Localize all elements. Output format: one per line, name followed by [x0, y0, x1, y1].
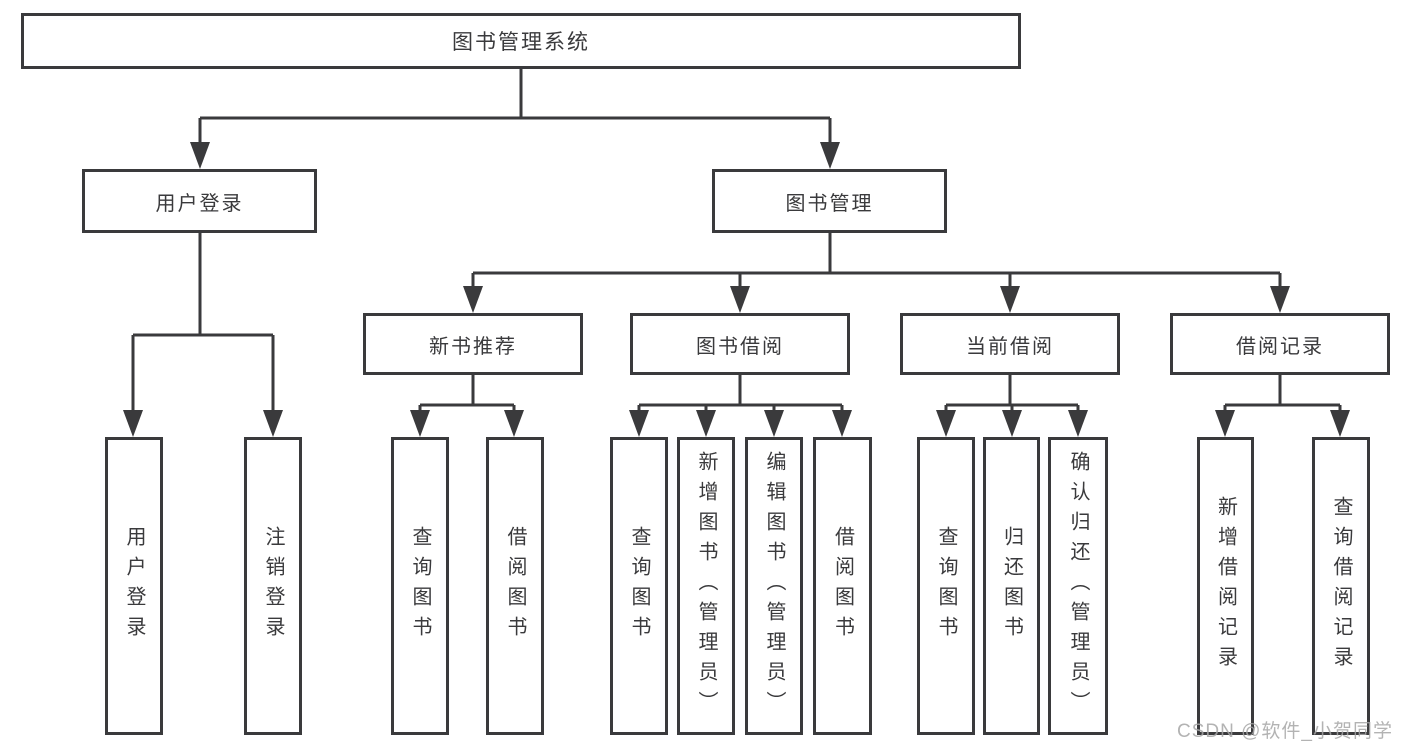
- leaf-return-books: 归还图书: [983, 437, 1040, 735]
- arrow-down-icon: [1215, 410, 1235, 437]
- leaf-add-borrow-record: 新增借阅记录: [1197, 437, 1254, 735]
- arrow-down-icon: [1270, 286, 1290, 313]
- node-label: 确认归还（管理员）: [1067, 451, 1089, 721]
- arrow-down-icon: [936, 410, 956, 437]
- arrow-down-icon: [1000, 286, 1020, 313]
- leaf-query-books-borrow: 查询图书: [610, 437, 668, 735]
- node-label: 图书借阅: [696, 335, 784, 358]
- node-label: 新增借阅记录: [1214, 496, 1237, 676]
- node-label: 当前借阅: [966, 335, 1054, 358]
- arrow-down-icon: [504, 410, 524, 437]
- arrow-down-icon: [832, 410, 852, 437]
- arrow-down-icon: [123, 410, 143, 437]
- arrow-down-icon: [629, 410, 649, 437]
- leaf-query-books-current: 查询图书: [917, 437, 975, 735]
- arrow-down-icon: [730, 286, 750, 313]
- leaf-confirm-return-admin: 确认归还（管理员）: [1048, 437, 1108, 735]
- arrow-down-icon: [1330, 410, 1350, 437]
- node-label: 编辑图书（管理员）: [763, 451, 785, 721]
- arrowheads: [123, 142, 1350, 437]
- node-book-management: 图书管理: [712, 169, 947, 233]
- arrow-down-icon: [463, 286, 483, 313]
- node-user-login: 用户登录: [82, 169, 317, 233]
- arrow-down-icon: [410, 410, 430, 437]
- leaf-logout: 注销登录: [244, 437, 302, 735]
- node-label: 查询图书: [409, 526, 431, 646]
- node-label: 查询图书: [935, 526, 957, 646]
- node-current-borrowing: 当前借阅: [900, 313, 1120, 375]
- node-label: 图书管理: [785, 192, 874, 215]
- node-label: 归还图书: [1000, 526, 1023, 646]
- node-label: 用户登录: [155, 192, 244, 215]
- leaf-borrow-books-borrow: 借阅图书: [813, 437, 872, 735]
- node-new-book-recommendation: 新书推荐: [363, 313, 583, 375]
- arrow-down-icon: [696, 410, 716, 437]
- leaf-query-books-recommend: 查询图书: [391, 437, 449, 735]
- node-borrowing-records: 借阅记录: [1170, 313, 1390, 375]
- node-label: 查询借阅记录: [1330, 496, 1352, 676]
- leaf-edit-books-admin: 编辑图书（管理员）: [745, 437, 803, 735]
- node-label: 图书管理系统: [452, 31, 590, 54]
- arrow-down-icon: [1068, 410, 1088, 437]
- node-label: 新增图书（管理员）: [695, 451, 717, 721]
- node-label: 查询图书: [628, 526, 650, 646]
- arrow-down-icon: [190, 142, 210, 169]
- node-book-borrowing: 图书借阅: [630, 313, 850, 375]
- leaf-borrow-books-recommend: 借阅图书: [486, 437, 544, 735]
- tree-edges: [131, 69, 1342, 414]
- node-label: 新书推荐: [429, 335, 517, 358]
- leaf-query-borrow-record: 查询借阅记录: [1312, 437, 1370, 735]
- arrow-down-icon: [1002, 410, 1022, 437]
- arrow-down-icon: [764, 410, 784, 437]
- arrow-down-icon: [820, 142, 840, 169]
- watermark: CSDN @软件_小贺同学: [1177, 721, 1393, 742]
- arrow-down-icon: [263, 410, 283, 437]
- leaf-add-books-admin: 新增图书（管理员）: [677, 437, 735, 735]
- node-label: 借阅图书: [504, 526, 526, 646]
- node-label: 注销登录: [262, 526, 284, 646]
- node-label: 借阅记录: [1236, 335, 1324, 358]
- node-library-management-system: 图书管理系统: [21, 13, 1021, 69]
- node-label: 借阅图书: [831, 526, 854, 646]
- leaf-user-login: 用户登录: [105, 437, 163, 735]
- node-label: 用户登录: [123, 526, 145, 646]
